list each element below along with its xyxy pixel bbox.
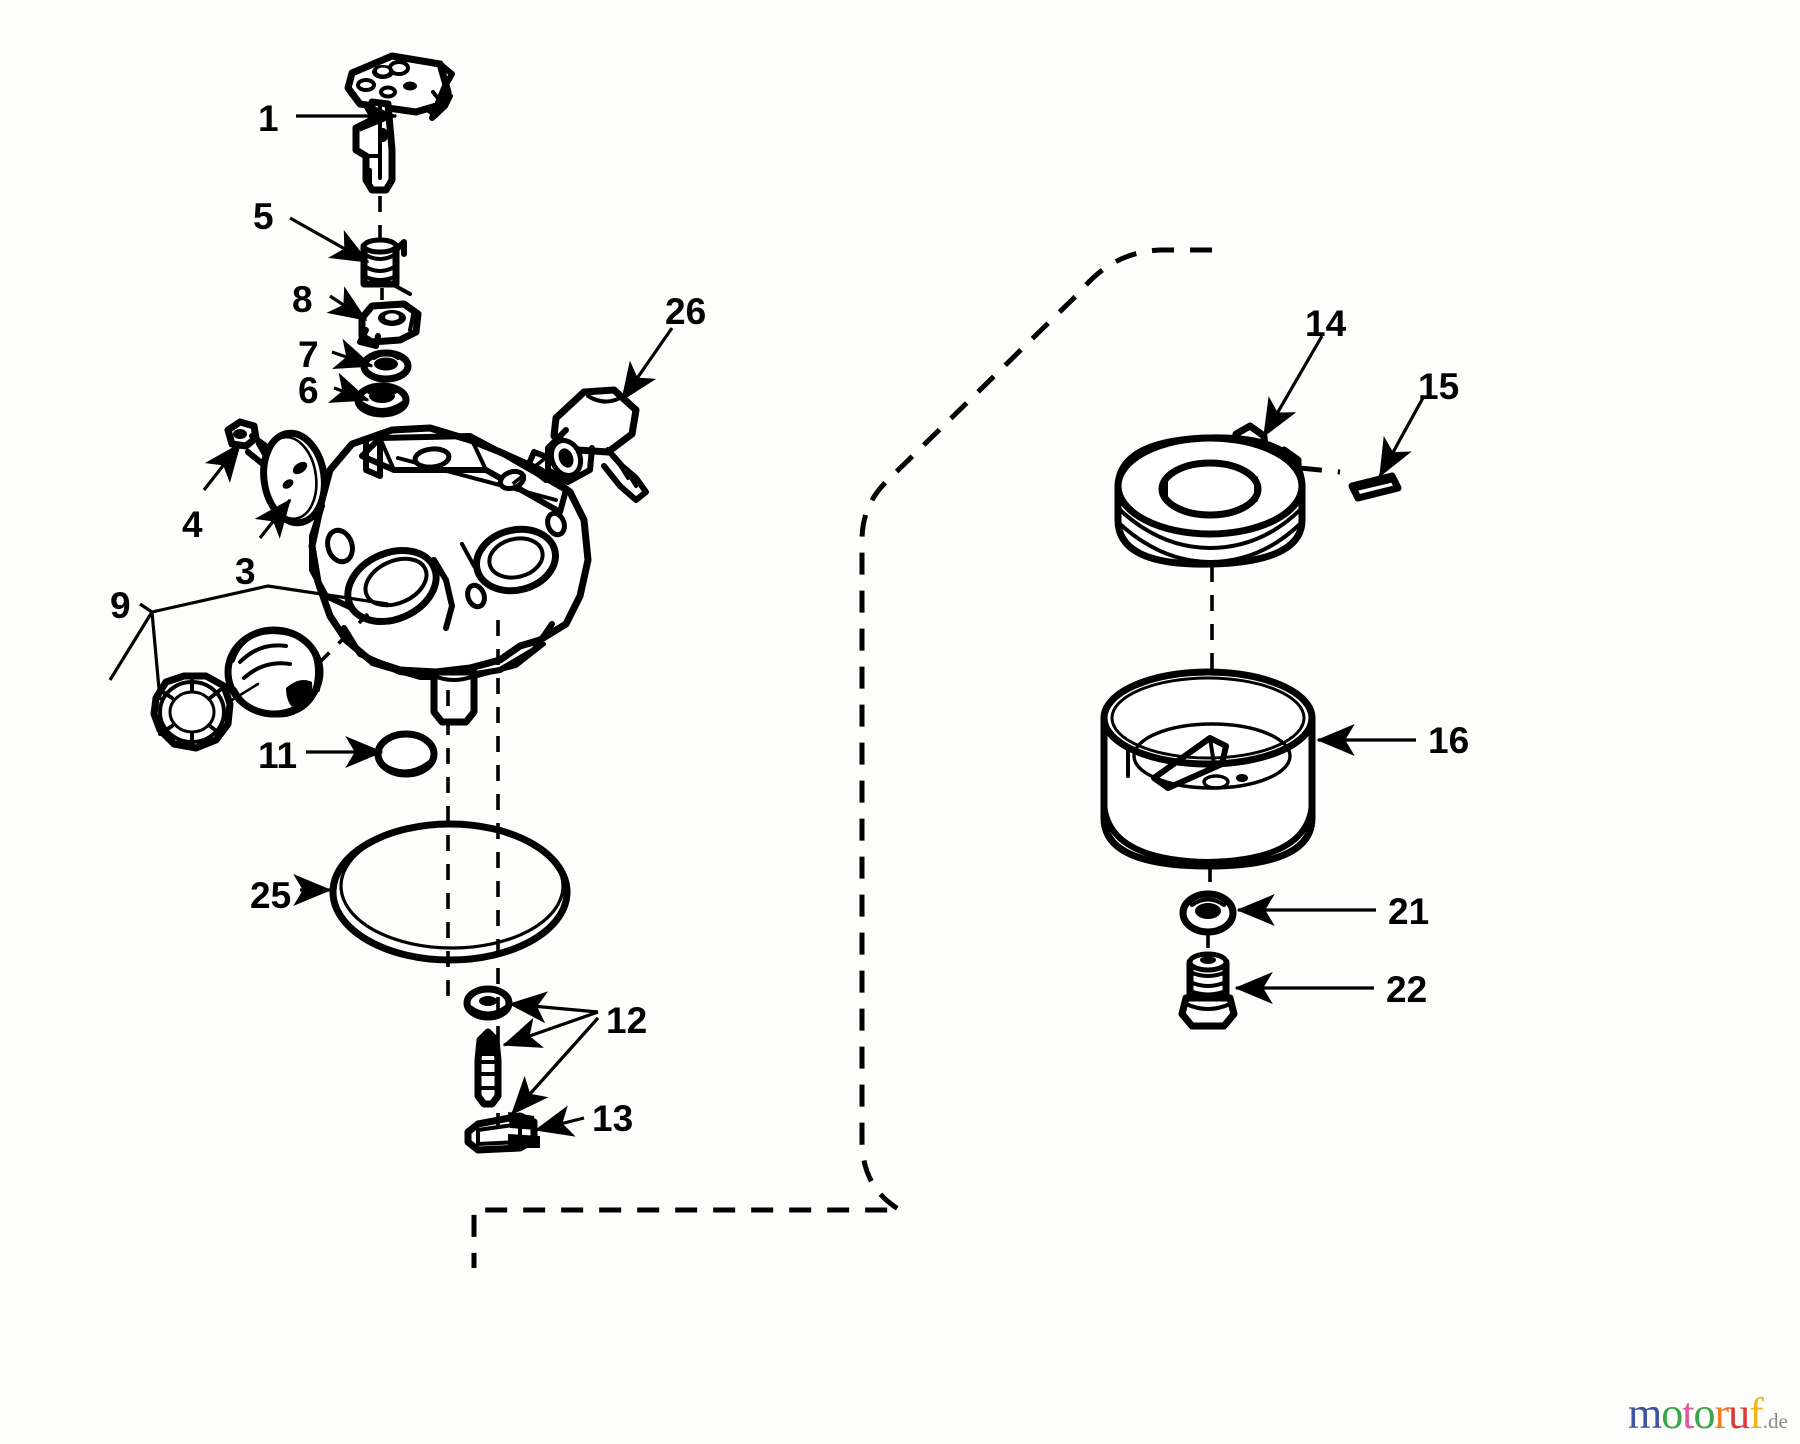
assembly-routing-path [471, 247, 1212, 1268]
part-bowl-retaining-bolt [1178, 951, 1238, 1030]
callout-7: 7 [298, 334, 319, 375]
link-retainer-bulb [230, 682, 260, 702]
part-float-clip [464, 1112, 540, 1154]
bracket-9-lower [108, 611, 154, 681]
callout-22: 22 [1386, 969, 1428, 1010]
callout-11: 11 [258, 735, 298, 776]
wm-letter-r: r [1714, 1389, 1729, 1438]
part-float-ring [1114, 434, 1306, 568]
callout-14: 14 [1305, 303, 1347, 344]
centerline-9 [316, 612, 370, 666]
part-inlet-needle [474, 1028, 502, 1108]
callout-6: 6 [298, 370, 319, 411]
part-throttle-shaft-clamp [357, 300, 422, 349]
bracket-9-top [151, 584, 389, 614]
bracket-9-stem [139, 602, 162, 701]
centerline-26 [508, 454, 550, 488]
hinge-pin-dash [1299, 465, 1341, 475]
callout-15: 15 [1418, 366, 1460, 407]
part-fuel-inlet-fitting [545, 386, 649, 503]
callout-5: 5 [253, 196, 274, 237]
part-throttle-lever-arm [344, 52, 455, 194]
wm-suffix: .de [1762, 1409, 1788, 1433]
wm-letter-o2: o [1693, 1389, 1715, 1438]
callout-25: 25 [250, 875, 292, 916]
wm-letter-o1: o [1661, 1389, 1683, 1438]
leader-lines [202, 100, 1426, 1137]
callout-1: 1 [258, 98, 279, 139]
callout-21: 21 [1388, 891, 1430, 932]
callout-12: 12 [606, 1000, 648, 1041]
wm-letter-m: m [1628, 1389, 1662, 1438]
callout-4: 4 [182, 504, 203, 545]
part-bowl-o-ring-gasket [329, 820, 571, 964]
wm-letter-t: t [1682, 1389, 1694, 1438]
callout-13: 13 [592, 1098, 634, 1139]
callout-3: 3 [235, 551, 256, 592]
wm-letter-f: f [1749, 1389, 1764, 1438]
part-primer-retainer [150, 672, 234, 752]
part-spring-bushing [360, 237, 412, 296]
callout-9: 9 [110, 585, 131, 626]
callout-26: 26 [665, 291, 707, 332]
callout-16: 16 [1428, 720, 1470, 761]
part-welch-plug [374, 730, 438, 778]
part-float-bowl [1100, 668, 1316, 870]
motoruf-watermark: motoruf.de [1628, 1392, 1788, 1436]
part-needle-seat [463, 985, 513, 1021]
part-float-hinge-pin [1348, 472, 1402, 502]
wm-letter-u: u [1728, 1389, 1750, 1438]
part-primer-bulb [224, 626, 324, 718]
part-carburetor-body [308, 424, 592, 726]
part-bowl-bolt-washer [1179, 890, 1237, 936]
callout-8: 8 [292, 279, 313, 320]
